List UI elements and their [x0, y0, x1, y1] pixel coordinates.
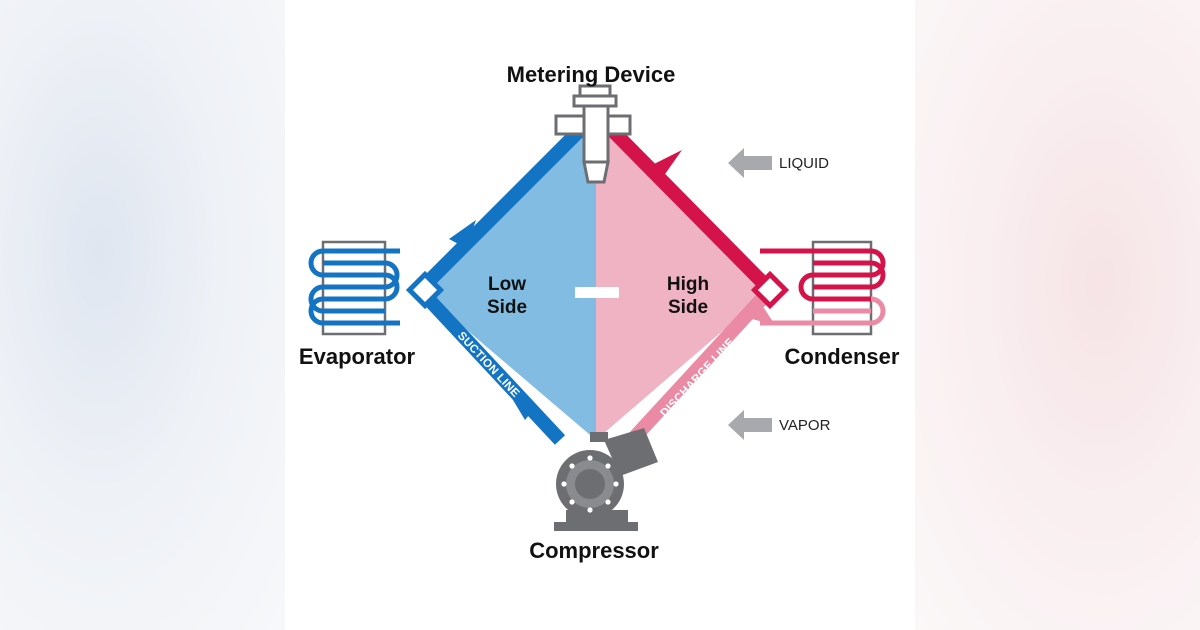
condenser-coil-icon: [760, 240, 886, 336]
liquid-line: [607, 125, 775, 295]
legend-liquid-label: LIQUID: [779, 155, 829, 172]
compressor-label: Compressor: [529, 538, 659, 563]
right-background: [915, 0, 1200, 630]
low-side-area: [420, 125, 596, 440]
low-side-label-line2: Side: [487, 297, 527, 318]
pressure-divider-icon: [575, 287, 619, 298]
discharge-line: [626, 285, 776, 445]
high-side-area: [596, 125, 770, 440]
left-background: [0, 0, 285, 630]
high-side-label-line2: Side: [668, 297, 708, 318]
evaporator-coil-icon: [308, 240, 400, 336]
evaporator-junction-icon: [405, 270, 445, 310]
compressor-icon: [554, 428, 658, 531]
legend-liquid-arrow-icon: [728, 148, 772, 178]
legend-vapor-arrow-icon: [728, 410, 772, 440]
metering-device-label: Metering Device: [507, 62, 676, 87]
high-side-label-line1: High: [667, 274, 709, 295]
low-side-label-line1: Low: [488, 274, 526, 295]
condenser-junction-icon: [750, 270, 790, 310]
evaporator-label: Evaporator: [299, 344, 416, 369]
expansion-valve-icon: [554, 84, 632, 184]
condenser-label: Condenser: [785, 344, 900, 369]
legend-vapor-label: VAPOR: [779, 417, 831, 434]
